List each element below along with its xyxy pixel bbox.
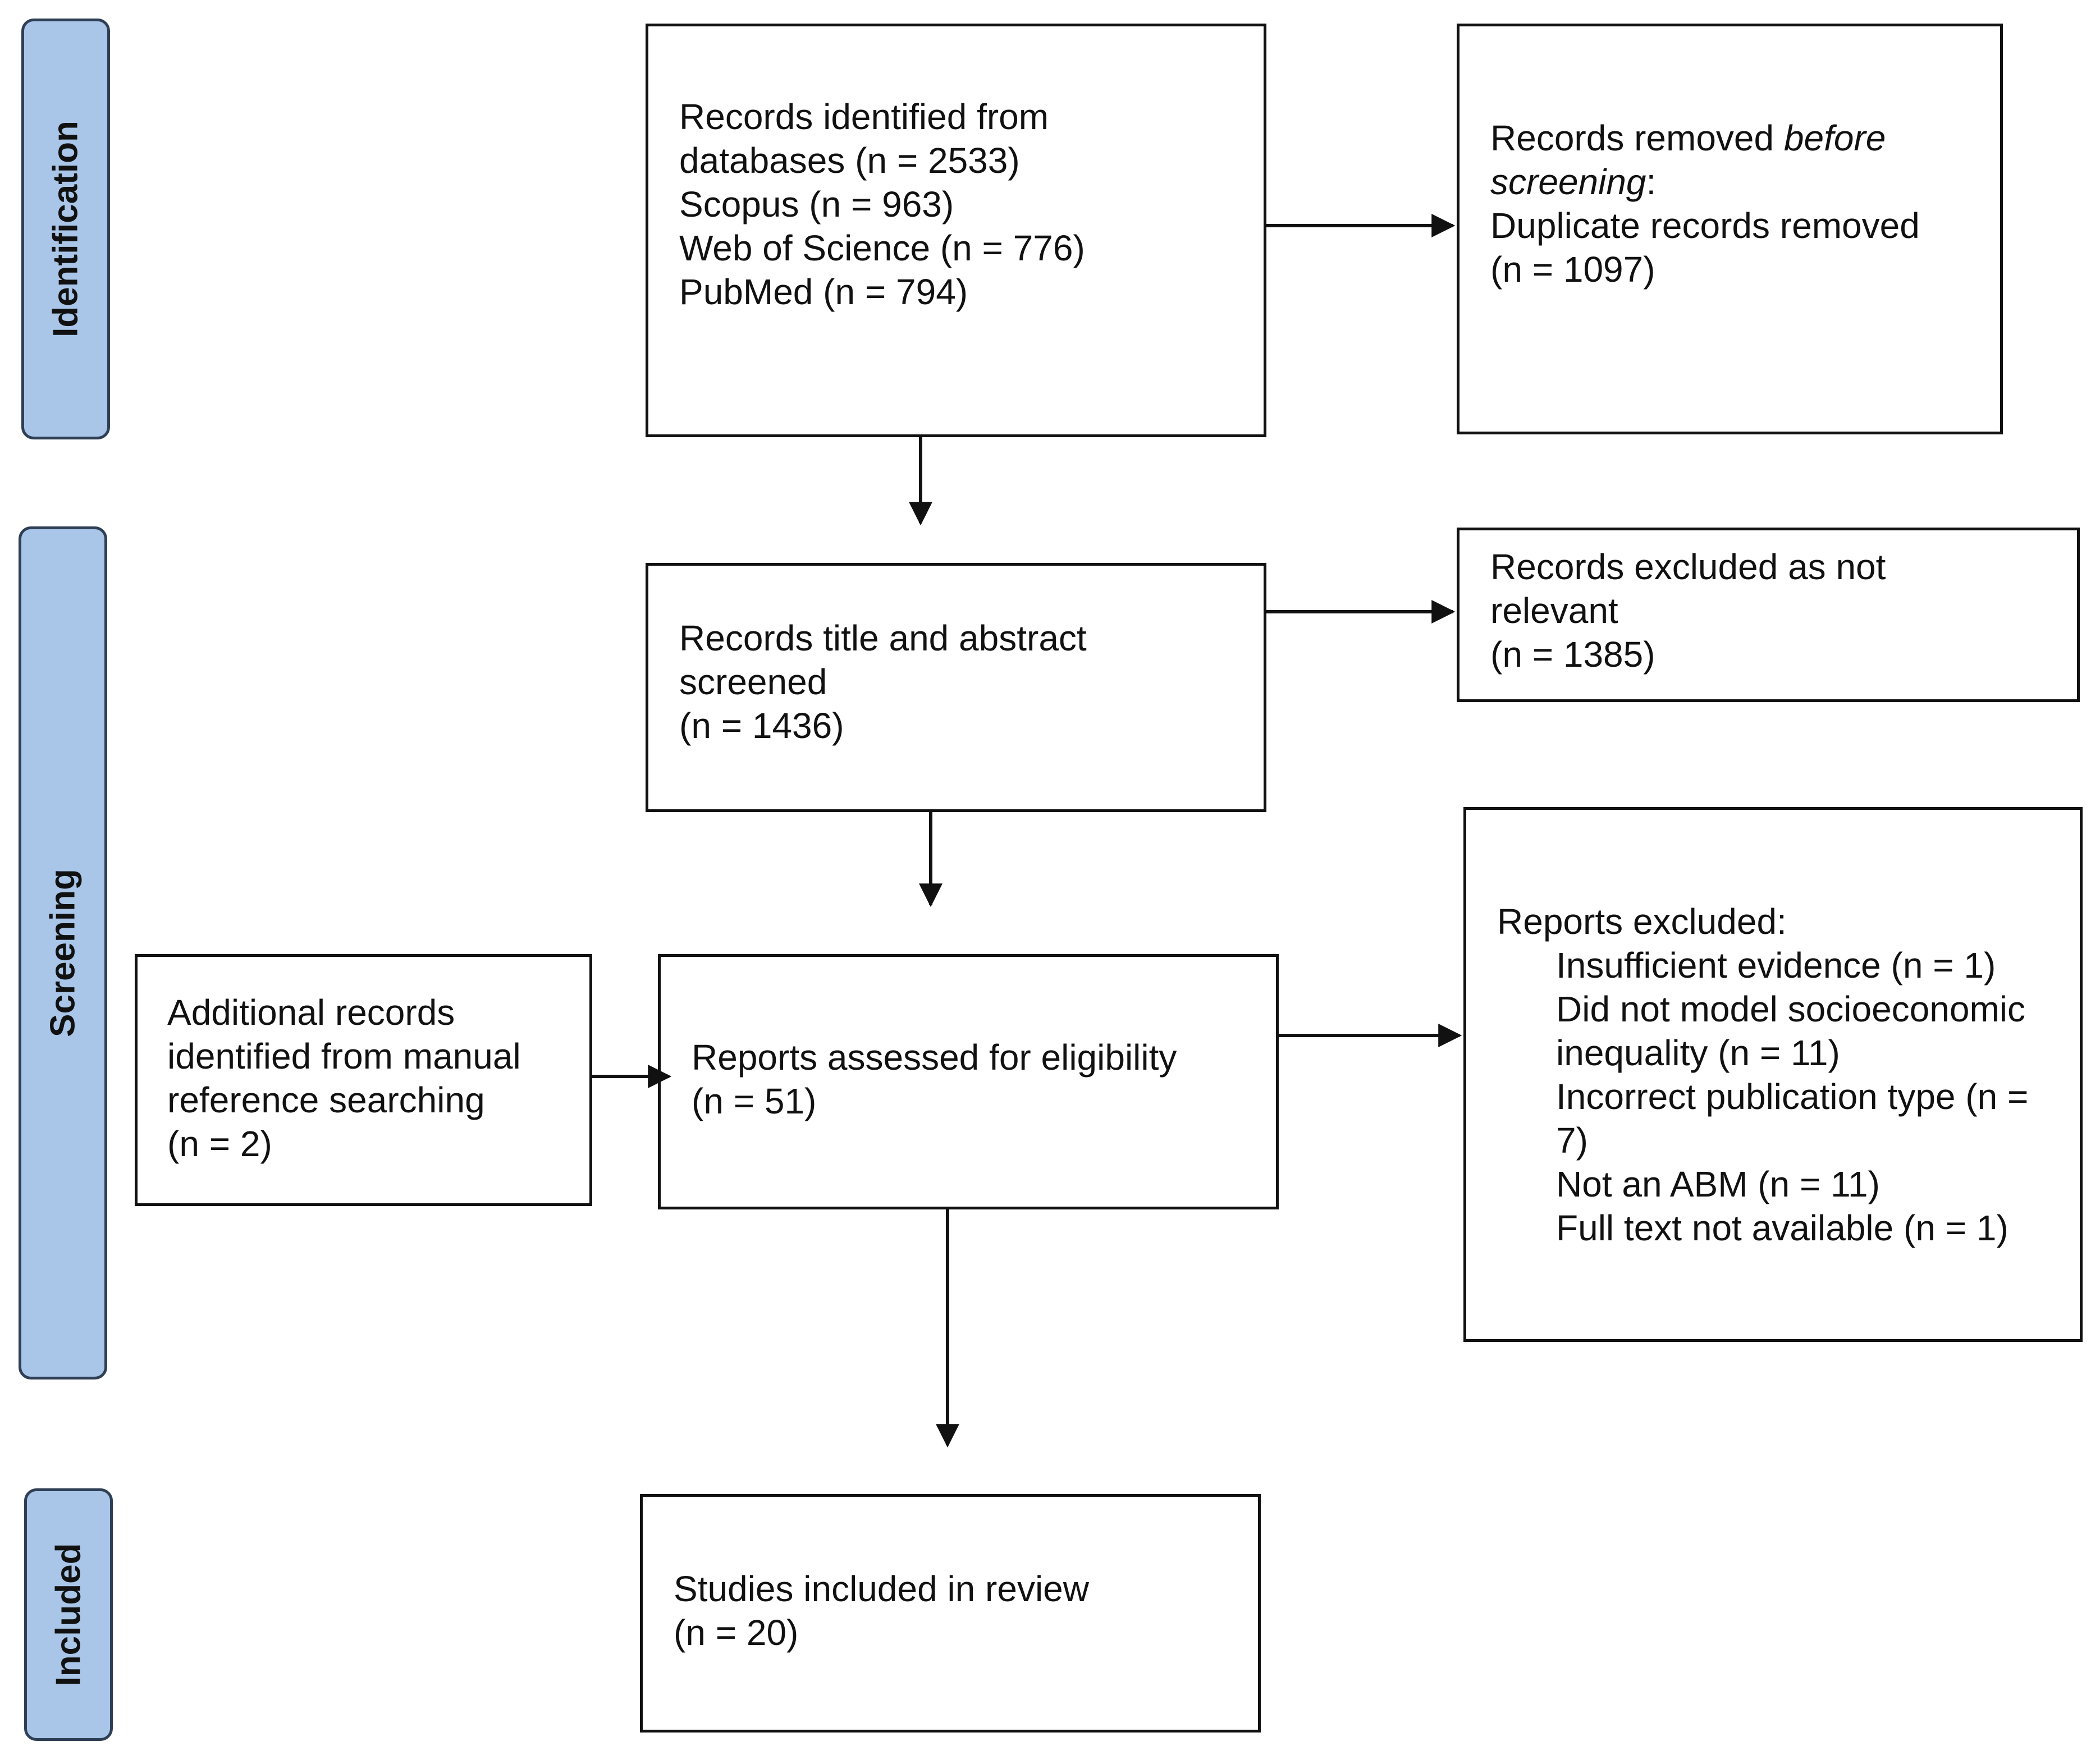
excluded-line-1: Records excluded as not	[1490, 547, 1886, 587]
reports-excluded-item: Full text not available (n = 1)	[1556, 1208, 2009, 1248]
reports-excluded-box: Reports excluded: Insufficient evidence …	[1463, 807, 2083, 1342]
identified-scopus: Scopus (n = 963)	[679, 184, 954, 224]
included-count: (n = 20)	[674, 1612, 799, 1653]
assessed-line-1: Reports assessed for eligibility	[692, 1037, 1177, 1078]
reports-excluded-item: Did not model socioeconomic	[1556, 989, 2025, 1029]
records-excluded-box: Records excluded as not relevant (n = 13…	[1457, 528, 2080, 702]
excluded-line-2: relevant	[1490, 590, 1618, 631]
stage-identification: Identification	[21, 19, 110, 439]
additional-records-box: Additional records identified from manua…	[135, 954, 592, 1206]
stage-included: Included	[24, 1488, 113, 1741]
reports-excluded-item: Insufficient evidence (n = 1)	[1556, 945, 1996, 986]
reports-excluded-item: 7)	[1556, 1120, 1588, 1161]
additional-line-1: Additional records	[167, 992, 455, 1033]
removed-line-1: Records removed before	[1490, 118, 1886, 158]
records-screened-box: Records title and abstract screened (n =…	[646, 563, 1266, 812]
additional-line-2: identified from manual	[167, 1036, 521, 1076]
identified-line-1: Records identified from	[679, 97, 1049, 137]
excluded-count: (n = 1385)	[1490, 634, 1655, 675]
identified-wos: Web of Science (n = 776)	[679, 228, 1085, 268]
reports-excluded-item: inequality (n = 11)	[1556, 1033, 1840, 1073]
assessed-count: (n = 51)	[692, 1081, 817, 1121]
reports-excluded-heading: Reports excluded:	[1497, 901, 1787, 942]
removed-line-2: screening:	[1490, 162, 1657, 202]
records-removed-box: Records removed before screening: Duplic…	[1457, 24, 2003, 434]
included-line-1: Studies included in review	[674, 1569, 1089, 1609]
removed-count: (n = 1097)	[1490, 249, 1655, 290]
additional-count: (n = 2)	[167, 1124, 272, 1164]
identified-pubmed: PubMed (n = 794)	[679, 272, 968, 312]
reports-excluded-item: Not an ABM (n = 11)	[1556, 1164, 1880, 1204]
reports-assessed-box: Reports assessed for eligibility (n = 51…	[658, 954, 1279, 1209]
screened-line-2: screened	[679, 662, 827, 702]
additional-line-3: reference searching	[167, 1080, 485, 1120]
screened-count: (n = 1436)	[679, 705, 844, 746]
studies-included-box: Studies included in review (n = 20)	[640, 1494, 1261, 1732]
records-identified-box: Records identified from databases (n = 2…	[646, 24, 1266, 437]
identified-line-2: databases (n = 2533)	[679, 140, 1020, 181]
stage-screening: Screening	[19, 526, 107, 1379]
screened-line-1: Records title and abstract	[679, 618, 1087, 658]
reports-excluded-item: Incorrect publication type (n =	[1556, 1076, 2029, 1117]
removed-line-3: Duplicate records removed	[1490, 205, 1920, 246]
